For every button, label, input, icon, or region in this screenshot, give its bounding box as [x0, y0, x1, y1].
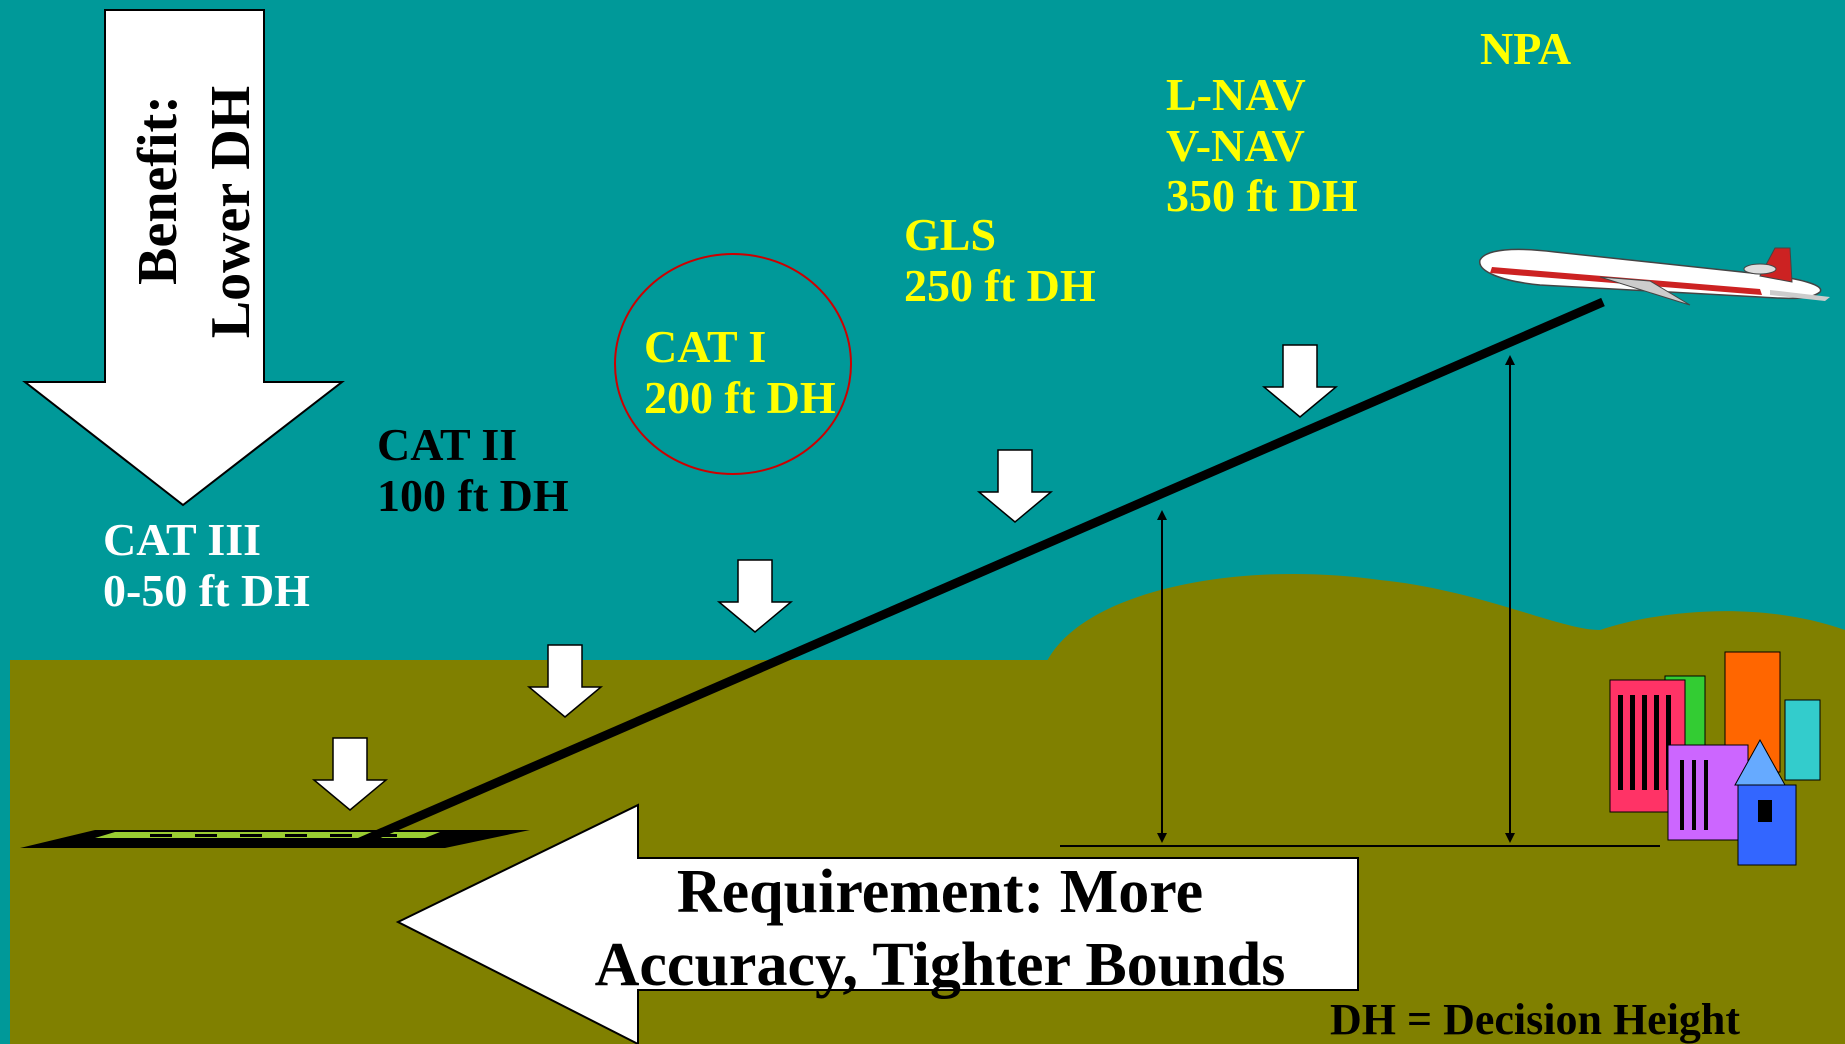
cat-iii-name: CAT III [103, 514, 262, 565]
down-arrow-icon [976, 449, 1054, 523]
cat-i-highlight-circle [614, 253, 852, 475]
vnav-name: V-NAV [1166, 119, 1305, 171]
down-arrow-icon [1261, 344, 1339, 418]
benefit-label-line2: Lower DH [200, 85, 263, 339]
down-arrow-icon [311, 737, 389, 811]
city-buildings-icon [1609, 651, 1821, 866]
decision-height-footnote: DH = Decision Height [1330, 995, 1741, 1044]
gls-label: GLS 250 ft DH [904, 209, 1096, 311]
requirement-label: Requirement: More Accuracy, Tighter Boun… [520, 856, 1360, 1002]
down-arrow-icon [716, 559, 794, 633]
cat-iii-label: CAT III 0-50 ft DH [103, 514, 310, 616]
cat-ii-label: CAT II 100 ft DH [377, 419, 569, 521]
requirement-line1: Requirement: More [676, 858, 1204, 926]
glide-path-line [358, 297, 1605, 847]
lnav-name: L-NAV [1166, 69, 1306, 120]
cat-ii-dh: 100 ft DH [377, 469, 569, 521]
cat-i-dh: 200 ft DH [644, 371, 836, 423]
cat-iii-dh: 0-50 ft DH [103, 564, 310, 616]
lnav-vnav-dh: 350 ft DH [1166, 170, 1358, 222]
requirement-line2: Accuracy, Tighter Bounds [594, 931, 1286, 1000]
runway-icon [20, 830, 530, 848]
npa-label: NPA [1480, 23, 1572, 75]
cat-i-name: CAT I [644, 321, 767, 372]
gls-dh: 250 ft DH [904, 259, 1096, 311]
benefit-label-line1: Benefit: [127, 95, 190, 285]
requirement-left-arrow-icon [395, 803, 1359, 1044]
down-arrow-icon [526, 644, 604, 718]
cat-i-label: CAT I 200 ft DH [644, 321, 836, 423]
lnav-vnav-label: L-NAV V-NAV 350 ft DH [1166, 69, 1358, 222]
airplane-icon [1479, 247, 1830, 306]
gls-name: GLS [904, 209, 997, 260]
npa-name: NPA [1480, 23, 1572, 74]
benefit-down-arrow-icon [22, 9, 345, 507]
cat-ii-name: CAT II [377, 419, 518, 470]
